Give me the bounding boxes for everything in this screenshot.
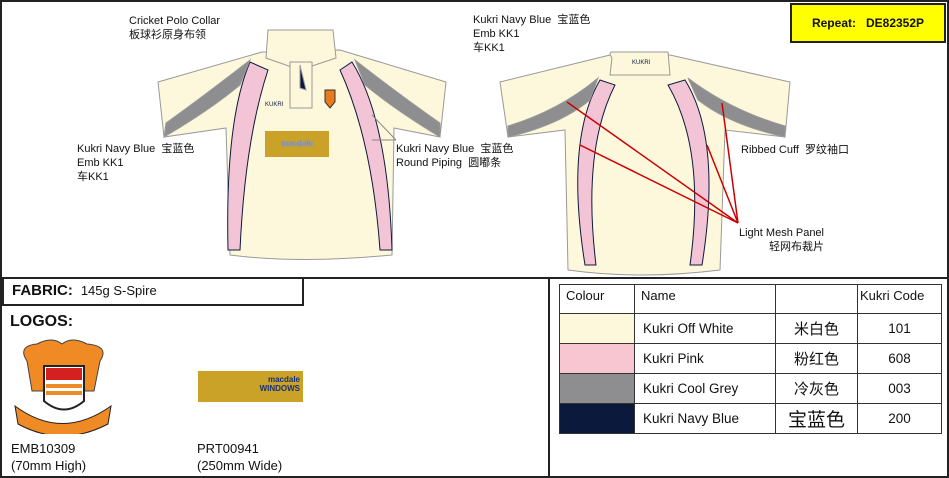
leader-lines	[566, 101, 739, 224]
repeat-badge: Repeat: DE82352P	[790, 3, 946, 43]
header-chinese	[775, 284, 858, 314]
logo-caption-prt: PRT00941(250mm Wide)	[197, 441, 283, 473]
piping-annotation: Kukri Navy Blue 宝蓝色 Round Piping 圆嘟条	[396, 143, 514, 169]
colour-swatch	[559, 403, 635, 434]
table-header-row: Colour Name Kukri Code	[559, 284, 942, 314]
header-colour: Colour	[559, 284, 635, 314]
blackpool-cc-crest-logo	[14, 339, 112, 434]
colour-name: Kukri Cool Grey	[634, 373, 776, 404]
header-code: Kukri Code	[857, 284, 942, 314]
colour-code: 003	[857, 373, 942, 404]
front-shirt: macdale KUKRI	[157, 29, 447, 260]
colour-name: Kukri Navy Blue	[634, 403, 776, 434]
logo-caption-emb: EMB10309(70mm High)	[11, 441, 87, 473]
colour-swatch	[559, 313, 635, 344]
cuff-annotation: Ribbed Cuff 罗纹袖口	[741, 144, 850, 156]
header-name: Name	[634, 284, 776, 314]
repeat-label: Repeat:	[811, 16, 856, 30]
svg-text:KUKRI: KUKRI	[632, 60, 651, 66]
colour-chinese: 冷灰色	[775, 373, 858, 404]
colour-name: Kukri Pink	[634, 343, 776, 374]
colour-chinese: 粉红色	[775, 343, 858, 374]
colour-name: Kukri Off White	[634, 313, 776, 344]
colour-swatch	[559, 373, 635, 404]
colour-swatch	[559, 343, 635, 374]
svg-text:macdale: macdale	[281, 139, 314, 148]
repeat-code: DE82352P	[865, 16, 925, 30]
fabric-label: FABRIC:	[12, 282, 73, 299]
back-shirt: KUKRI	[499, 51, 791, 276]
bottom-right-panel	[548, 277, 949, 478]
colour-code: 101	[857, 313, 942, 344]
colour-chinese: 米白色	[775, 313, 858, 344]
fabric-value: 145g S-Spire	[80, 283, 157, 298]
colour-code: 608	[857, 343, 942, 374]
logos-title: LOGOS:	[10, 313, 74, 330]
shirt-drawings: macdale KUKRI KUKRI	[157, 29, 791, 276]
svg-text:KUKRI: KUKRI	[265, 102, 284, 108]
colour-code: 200	[857, 403, 942, 434]
fabric-box: FABRIC: 145g S-Spire	[2, 277, 304, 306]
colour-chinese: 宝蓝色	[775, 403, 858, 434]
